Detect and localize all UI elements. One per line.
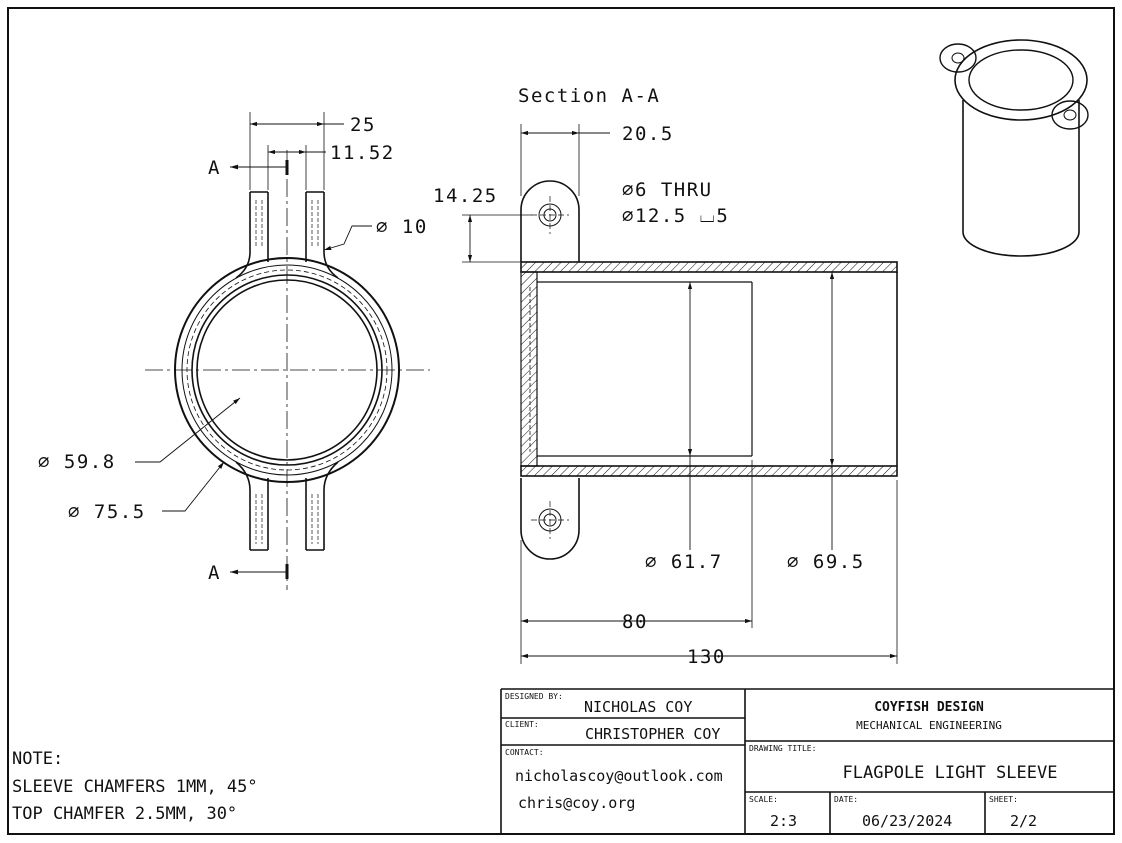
dim-11-52: 11.52 — [330, 142, 395, 164]
sheet-value: 2/2 — [1010, 812, 1037, 830]
dim-dia-69-5: ∅ 69.5 — [787, 551, 865, 573]
drawing-title: FLAGPOLE LIGHT SLEEVE — [843, 763, 1058, 783]
company-name: COYFISH DESIGN — [874, 700, 984, 715]
client-value: CHRISTOPHER COY — [585, 725, 720, 743]
drawing-title-label: DRAWING TITLE: — [749, 744, 816, 753]
front-view — [135, 112, 430, 590]
section-marker-bottom: A — [208, 562, 221, 584]
note-line-2: TOP CHAMFER 2.5MM, 30° — [12, 804, 237, 824]
section-marker-top: A — [208, 157, 221, 179]
client-label: CLIENT: — [505, 720, 539, 729]
isometric-view — [939, 39, 1089, 257]
sheet-label: SHEET: — [989, 795, 1018, 804]
note-heading: NOTE: — [12, 749, 63, 769]
scale-label: SCALE: — [749, 795, 778, 804]
hole-callout-thru: ∅6 THRU — [622, 179, 713, 201]
company-subtitle: MECHANICAL ENGINEERING — [856, 719, 1002, 732]
dim-14-25: 14.25 — [433, 185, 498, 207]
section-view — [462, 124, 898, 664]
note-line-1: SLEEVE CHAMFERS 1MM, 45° — [12, 777, 258, 797]
dim-dia-59-8: ∅ 59.8 — [38, 451, 116, 473]
dim-dia-61-7: ∅ 61.7 — [645, 551, 723, 573]
section-title: Section A-A — [518, 85, 660, 107]
dim-20-5: 20.5 — [622, 123, 674, 145]
date-value: 06/23/2024 — [862, 812, 952, 830]
contact-email-1: nicholascoy@outlook.com — [515, 767, 723, 785]
designed-by-value: NICHOLAS COY — [584, 698, 692, 716]
contact-label: CONTACT: — [505, 748, 544, 757]
dim-dia-10: ∅ 10 — [376, 216, 428, 238]
scale-value: 2:3 — [770, 812, 797, 830]
dim-dia-75-5: ∅ 75.5 — [68, 501, 146, 523]
sheet-border — [7, 7, 1115, 835]
date-label: DATE: — [834, 795, 858, 804]
title-block-frame — [500, 688, 1114, 834]
designed-by-label: DESIGNED BY: — [505, 692, 563, 701]
contact-email-2: chris@coy.org — [518, 794, 635, 812]
dim-80: 80 — [622, 611, 648, 633]
dim-130: 130 — [687, 646, 726, 668]
dim-25: 25 — [350, 114, 376, 136]
hole-callout-counterbore: ∅12.5 ⌴5 — [622, 205, 729, 227]
